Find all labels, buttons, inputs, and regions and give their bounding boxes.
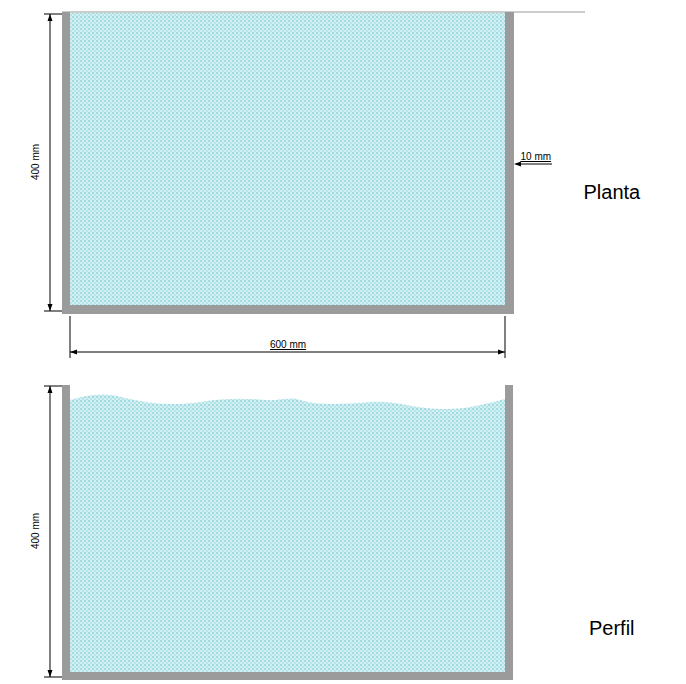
tank-wall — [62, 12, 70, 314]
leader-arrow — [514, 162, 552, 167]
view-title: Perfil — [589, 618, 635, 638]
tank-wall — [505, 12, 514, 314]
water-profile — [70, 394, 505, 672]
tank-wall — [62, 385, 70, 680]
dimension-label: 10 mm — [521, 152, 552, 162]
dimension-label: 400 mm — [31, 511, 41, 551]
tank-wall — [62, 305, 514, 314]
dimension-line — [44, 14, 62, 311]
view-title: Planta — [584, 182, 641, 202]
dimension-line — [44, 386, 62, 677]
dimension-line — [70, 316, 505, 358]
water-plan — [70, 13, 505, 305]
tank-wall — [62, 672, 513, 680]
dimension-label: 400 mm — [31, 142, 41, 182]
tank-wall — [505, 385, 513, 680]
dimension-label: 600 mm — [270, 340, 306, 350]
